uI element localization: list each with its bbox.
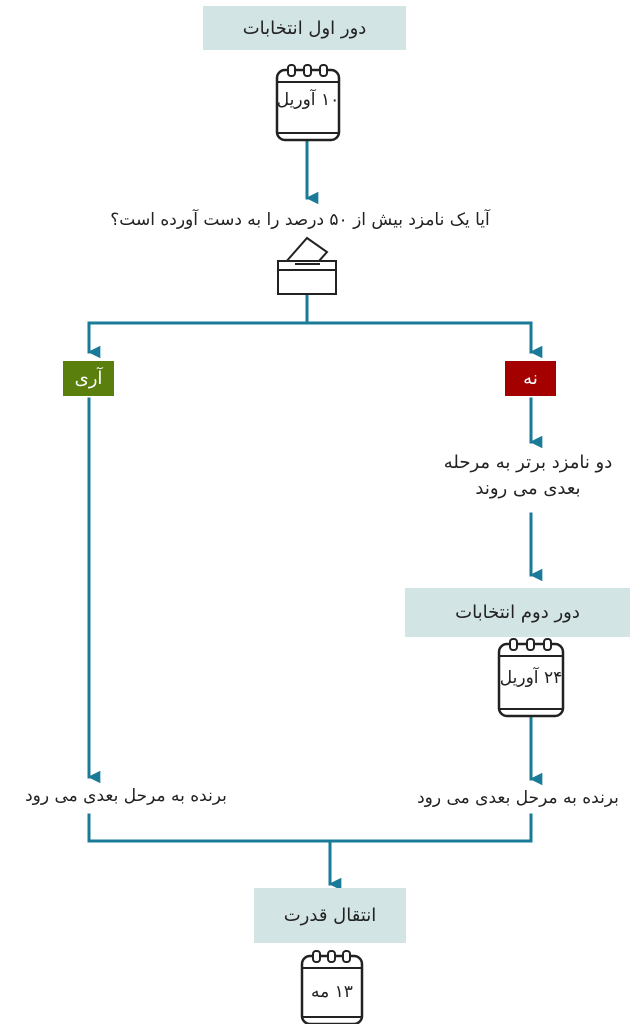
calendar-icon [300,950,364,1024]
transfer-date: ۱۳ مه [311,982,353,1002]
first-round-title: دور اول انتخابات [242,17,367,39]
no-label-box: نه [505,361,556,396]
calendar-icon [497,638,565,718]
second-round-box: دور دوم انتخابات [405,588,630,637]
transfer-title: انتقال قدرت [283,905,377,926]
question-text: آیا یک نامزد بیش از ۵۰ درصد را به دست آو… [110,210,490,230]
top-two-text: دو نامزد برتر به مرحله بعدی می روند [420,450,636,502]
no-winner-text: برنده به مرحل بعدی می رود [417,788,619,808]
transfer-box: انتقال قدرت [254,888,406,943]
no-label: نه [523,368,538,389]
ballot-box-icon [277,236,337,295]
first-round-date: ۱۰ آوریل [276,90,340,110]
top-two-line-1: دو نامزد برتر به مرحله [443,452,613,473]
calendar-icon [275,64,341,142]
second-round-date: ۲۴ آوریل [499,668,563,688]
top-two-line-2: بعدی می روند [475,478,581,499]
yes-winner-text: برنده به مرحل بعدی می رود [25,786,227,806]
second-round-title: دور دوم انتخابات [455,602,580,623]
first-round-box: دور اول انتخابات [203,6,406,50]
yes-label: آری [74,368,103,389]
yes-label-box: آری [63,361,114,396]
